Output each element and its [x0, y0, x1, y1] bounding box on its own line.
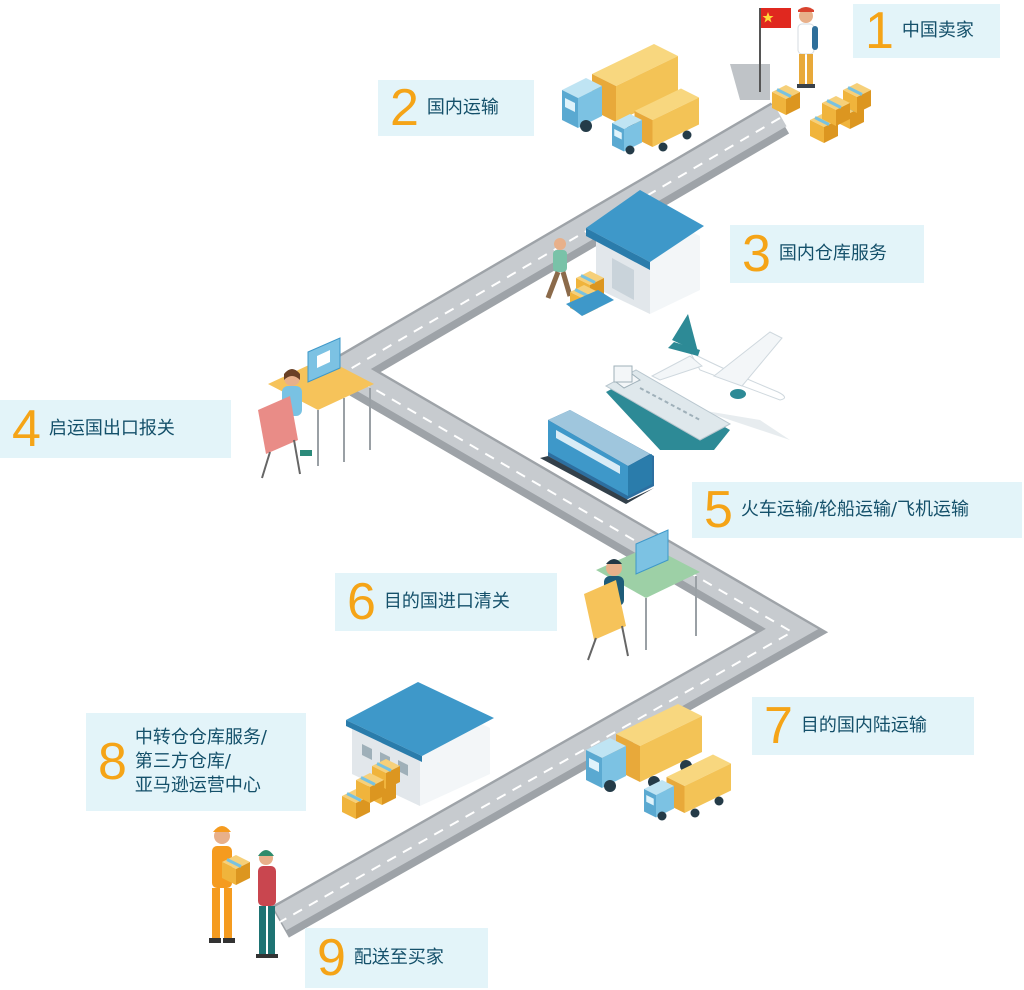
step-text: 目的国进口清关 [383, 590, 510, 612]
step-number: 4 [12, 400, 41, 458]
step-text-line: 亚马逊运营中心 [134, 775, 261, 797]
step-number: 1 [865, 2, 894, 60]
ship-icon [604, 365, 732, 450]
step-4-label: 4 启运国出口报关 [0, 400, 231, 458]
step-text-line: 中转仓仓库服务/ [134, 726, 267, 748]
office-worker-icon [584, 529, 700, 661]
step-text-line: 第三方仓库/ [134, 750, 231, 772]
step-text: 目的国内陆运输 [800, 714, 927, 736]
airplane-icon [650, 314, 790, 440]
step-number: 8 [98, 733, 127, 791]
pallet-worker-icon [545, 238, 614, 317]
step-text-block: 中转仓仓库服务/ 第三方仓库/ 亚马逊运营中心 [135, 726, 267, 799]
step-number: 3 [742, 225, 771, 283]
step-8-label: 8 中转仓仓库服务/ 第三方仓库/ 亚马逊运营中心 [86, 713, 306, 811]
step-number: 9 [317, 929, 346, 987]
step-6-label: 6 目的国进口清关 [335, 573, 557, 631]
step-9-label: 9 配送至买家 [305, 928, 488, 988]
warehouse-icon [346, 682, 494, 806]
step-3-label: 3 国内仓库服务 [730, 225, 924, 283]
office-worker-icon [258, 337, 374, 479]
step-2-label: 2 国内运输 [378, 80, 534, 136]
step-number: 5 [704, 481, 733, 539]
step-1-label: 1 中国卖家 [853, 4, 1000, 58]
truck-icon [562, 44, 699, 155]
step-text: 国内仓库服务 [778, 242, 887, 264]
china-flag-icon [759, 8, 791, 92]
buyer-icon [256, 850, 278, 958]
step-number: 6 [347, 573, 376, 631]
step-text: 启运国出口报关 [48, 417, 175, 439]
train-icon [540, 410, 654, 504]
step-5-label: 5 火车运输/轮船运输/飞机运输 [692, 482, 1022, 538]
warehouse-icon [586, 190, 704, 314]
step-7-label: 7 目的国内陆运输 [752, 697, 974, 755]
step-text: 火车运输/轮船运输/飞机运输 [740, 498, 970, 520]
step-text: 国内运输 [426, 96, 499, 118]
courier-icon [209, 826, 252, 943]
step-text: 中国卖家 [901, 19, 974, 41]
step-text: 配送至买家 [353, 946, 444, 968]
step-number: 2 [390, 79, 419, 137]
seller-person-icon [797, 7, 818, 88]
step-number: 7 [764, 697, 793, 755]
